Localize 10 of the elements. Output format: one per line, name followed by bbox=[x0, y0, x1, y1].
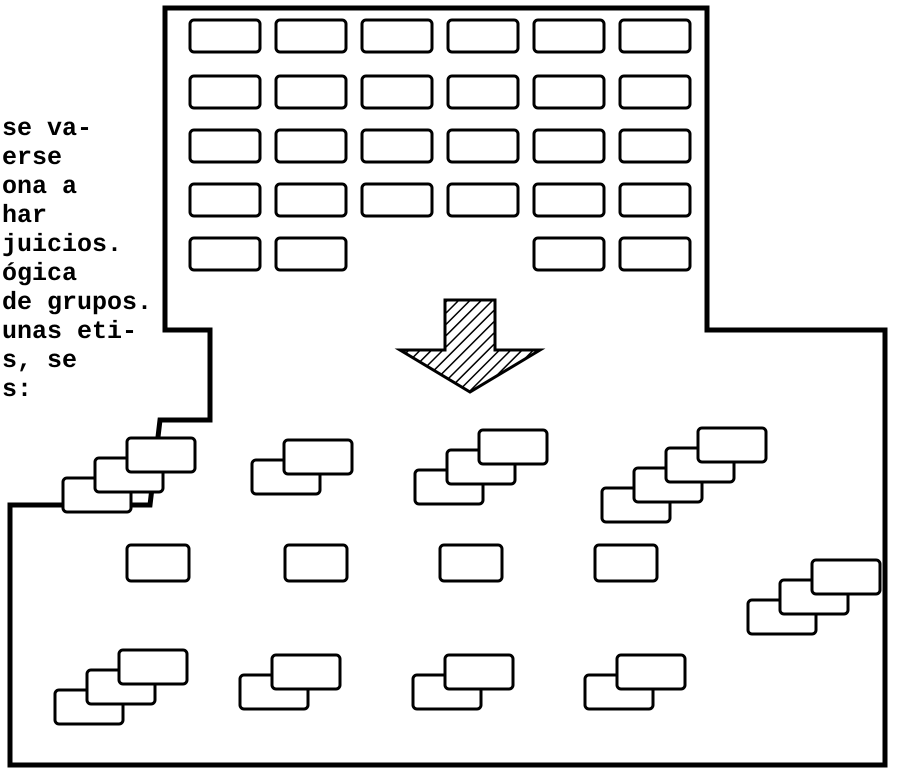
text-line: s: bbox=[2, 376, 32, 404]
text-line: ona a bbox=[2, 173, 78, 201]
text-line: erse bbox=[2, 144, 62, 172]
text-line: de grupos. bbox=[2, 289, 152, 317]
text-line: juicios. bbox=[2, 231, 122, 259]
text-line: se va- bbox=[2, 115, 92, 143]
text-line: ógica bbox=[2, 260, 78, 288]
text-line: s, se bbox=[2, 347, 78, 375]
text-line: har bbox=[2, 202, 48, 230]
text-line: unas eti- bbox=[2, 318, 138, 346]
